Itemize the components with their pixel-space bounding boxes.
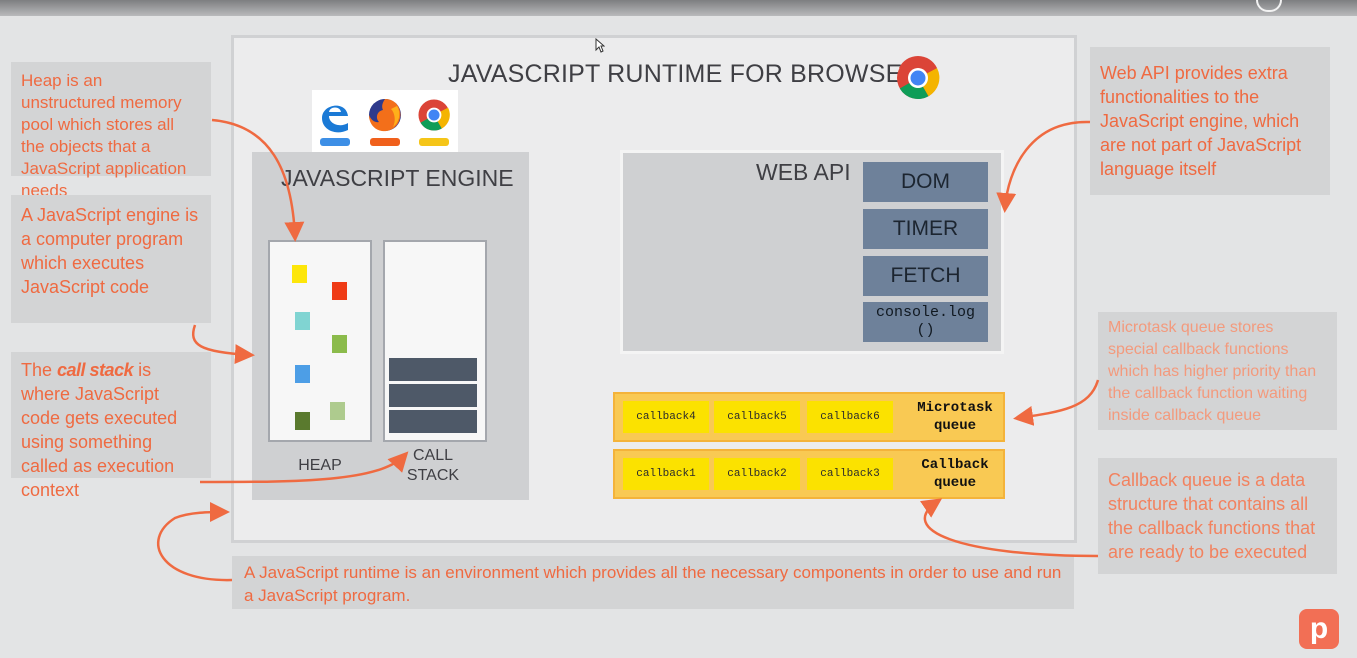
note-callstack-pre: The xyxy=(21,360,58,380)
callstack-label-line2: STACK xyxy=(406,467,460,484)
note-engine: A JavaScript engine is a computer progra… xyxy=(11,195,211,323)
firefox-tag xyxy=(370,138,400,146)
stack-frame xyxy=(389,410,477,433)
engine-title: JAVASCRIPT ENGINE xyxy=(281,165,514,191)
dom-api: DOM xyxy=(863,162,988,202)
stack-frame xyxy=(389,358,477,381)
callback-queue-label: Callback queue xyxy=(905,456,1005,492)
heap-label: HEAP xyxy=(298,457,342,474)
chrome-large-icon xyxy=(897,55,940,100)
note-callstack-em: call stack xyxy=(57,360,134,380)
runtime-title: JAVASCRIPT RUNTIME FOR BROWSER xyxy=(448,60,921,88)
heap-object xyxy=(295,312,310,330)
heap-object xyxy=(330,402,345,420)
callback-item: callback1 xyxy=(623,458,709,490)
heap-box xyxy=(268,240,372,442)
note-callstack: The call stack is where JavaScript code … xyxy=(11,352,211,500)
callstack-label-line1: CALL xyxy=(412,447,454,464)
arrow-webapi xyxy=(996,120,1091,213)
arrow-microtask xyxy=(1013,379,1100,426)
arrow-callback xyxy=(919,498,1099,558)
callstack-label: CALL STACK xyxy=(400,446,466,486)
console-log-line2: () xyxy=(916,322,935,339)
heap-object xyxy=(295,412,310,430)
microtask-label-line2: queue xyxy=(933,418,976,434)
stack-frame xyxy=(389,384,477,407)
web-api-title: WEB API xyxy=(756,159,851,185)
note-callback: Callback queue is a data structure that … xyxy=(1098,458,1337,574)
chrome-tag xyxy=(419,138,449,146)
edge-tag xyxy=(320,138,350,146)
microtask-callback: callback4 xyxy=(623,401,709,433)
firefox-icon xyxy=(369,99,401,132)
video-top-bar xyxy=(0,0,1357,16)
microtask-label-line1: Microtask xyxy=(917,400,993,416)
callback-item: callback2 xyxy=(714,458,800,490)
arrow-runtime xyxy=(156,502,233,582)
console-log-api: console.log () xyxy=(863,302,988,342)
note-callstack-post: is where JavaScript code gets executed u… xyxy=(21,360,178,500)
callback-label-line2: queue xyxy=(933,475,976,491)
heap-object xyxy=(332,282,347,300)
arrow-heap xyxy=(211,118,305,242)
heap-object xyxy=(332,335,347,353)
call-stack-box xyxy=(383,240,487,442)
callback-item: callback3 xyxy=(807,458,893,490)
microtask-queue-label: Microtask queue xyxy=(905,399,1005,435)
edge-icon xyxy=(322,105,348,133)
note-microtask: Microtask queue stores special callback … xyxy=(1098,312,1337,430)
logo-p-icon: p xyxy=(1299,609,1339,649)
callback-label-line1: Callback xyxy=(921,457,989,473)
chrome-icon xyxy=(418,99,450,131)
timer-api: TIMER xyxy=(863,209,988,249)
console-log-line1: console.log xyxy=(875,304,976,321)
fetch-api: FETCH xyxy=(863,256,988,296)
arrow-engine xyxy=(191,324,255,365)
note-heap: Heap is an unstructured memory pool whic… xyxy=(11,62,211,200)
heap-object xyxy=(295,365,310,383)
arrow-callstack xyxy=(199,451,409,484)
microtask-callback: callback6 xyxy=(807,401,893,433)
heap-object xyxy=(292,265,307,283)
mouse-cursor-icon xyxy=(595,38,605,53)
browser-logos xyxy=(312,90,458,156)
note-runtime: A JavaScript runtime is an environment w… xyxy=(232,556,1074,609)
microtask-callback: callback5 xyxy=(714,401,800,433)
note-webapi: Web API provides extra functionalities t… xyxy=(1090,47,1330,195)
